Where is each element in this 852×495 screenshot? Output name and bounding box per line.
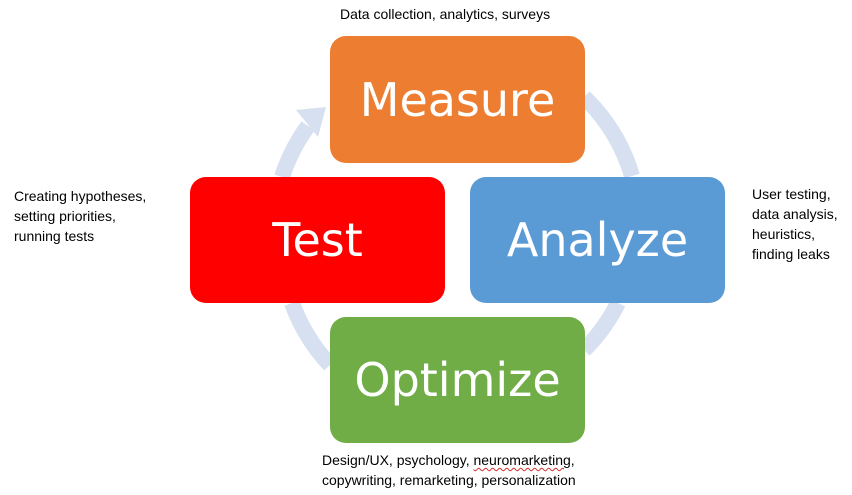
caption-analyze-line: heuristics, <box>752 226 816 242</box>
caption-optimize-text: Design/UX, psychology, <box>322 452 474 468</box>
caption-optimize-text: , <box>570 452 575 468</box>
caption-test-line: running tests <box>14 228 95 244</box>
caption-analyze-line: data analysis, <box>752 206 838 222</box>
spellcheck-flagged-word: neuromarketing <box>473 452 571 468</box>
caption-analyze-line: finding leaks <box>752 246 830 262</box>
stage-analyze: Analyze <box>470 177 725 303</box>
stage-test: Test <box>190 177 445 303</box>
caption-optimize-line: copywriting, remarketing, personalizatio… <box>322 472 576 488</box>
caption-test-line: setting priorities, <box>14 208 116 224</box>
stage-optimize: Optimize <box>330 317 585 443</box>
ring-arrowhead <box>296 107 326 137</box>
caption-measure: Data collection, analytics, surveys <box>340 4 550 24</box>
caption-optimize: Design/UX, psychology, neuromarketing, c… <box>322 450 576 490</box>
ring-arc-analyze-optimize <box>578 299 626 356</box>
ring-arc-test-measure <box>274 121 315 180</box>
stage-optimize-label: Optimize <box>354 353 561 407</box>
stage-measure: Measure <box>330 36 585 163</box>
stage-analyze-label: Analyze <box>506 213 689 267</box>
ring-arc-optimize-test <box>284 300 336 371</box>
stage-test-label: Test <box>272 213 363 267</box>
caption-analyze-line: User testing, <box>752 186 831 202</box>
stage-measure-label: Measure <box>359 72 556 127</box>
caption-test: Creating hypotheses, setting priorities,… <box>14 186 146 246</box>
ring-arc-measure-analyze <box>578 91 640 179</box>
caption-optimize-line: Design/UX, psychology, neuromarketing, <box>322 450 576 470</box>
caption-test-line: Creating hypotheses, <box>14 188 147 204</box>
caption-measure-line: Data collection, analytics, surveys <box>340 6 551 22</box>
caption-analyze: User testing, data analysis, heuristics,… <box>752 184 838 264</box>
